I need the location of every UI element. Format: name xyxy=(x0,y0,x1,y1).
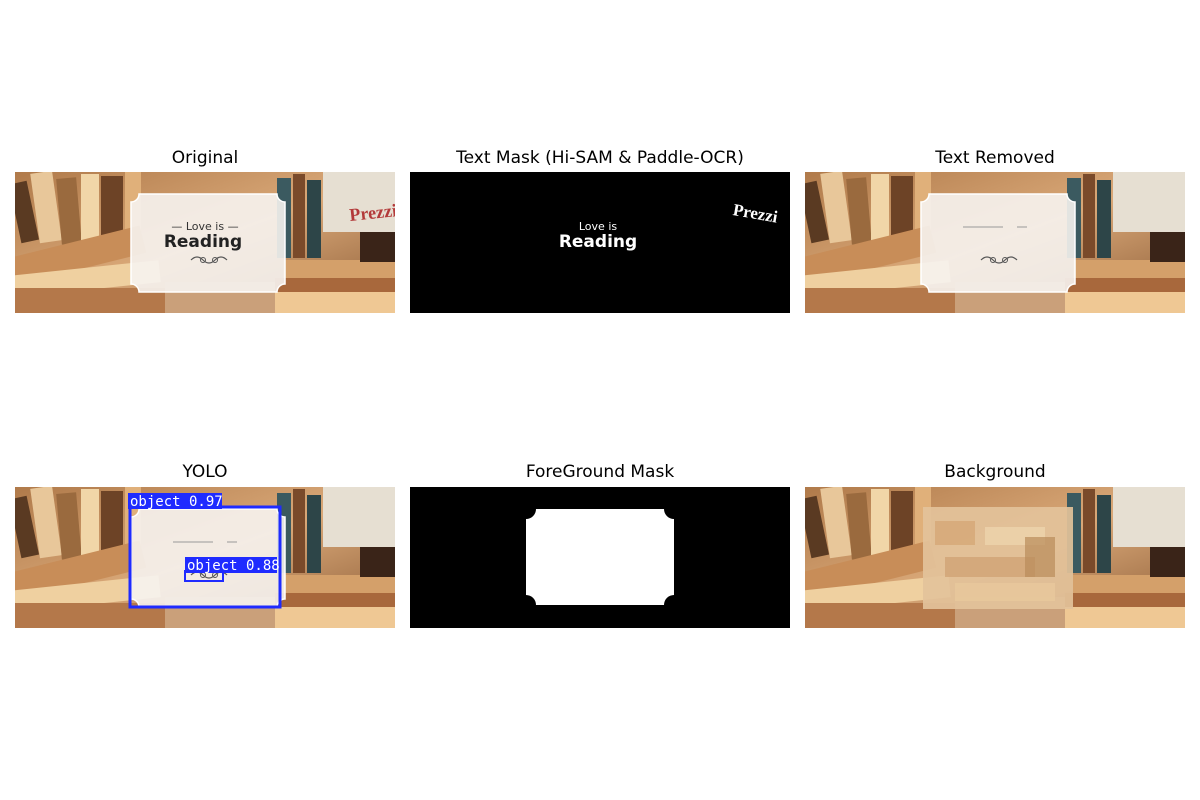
text-mask-image: Love is Reading Prezzi xyxy=(410,172,790,313)
text-removed-image xyxy=(805,172,1185,313)
foreground-region xyxy=(526,509,674,605)
panel-title-foreground-mask: ForeGround Mask xyxy=(525,462,675,482)
panel-title-background: Background xyxy=(944,462,1046,482)
card-text-small: — Love is — xyxy=(171,220,238,233)
panel-title-text-removed: Text Removed xyxy=(935,148,1055,168)
detection-label-1: object 0.97 xyxy=(130,494,223,510)
yolo-image: object 0.97 object 0.88 xyxy=(15,487,395,628)
panel-title-original: Original xyxy=(171,148,239,168)
original-image: Prezzi — Love is — Reading xyxy=(15,172,395,313)
background-image xyxy=(805,487,1185,628)
panel-title-yolo: YOLO xyxy=(182,462,228,482)
detection-label-2: object 0.88 xyxy=(187,558,280,574)
card-text-large: Reading xyxy=(164,232,242,252)
foreground-mask-image xyxy=(410,487,790,628)
panel-title-text-mask: Text Mask (Hi-SAM & Paddle-OCR) xyxy=(456,148,744,168)
sign-text: Prezzi xyxy=(348,200,395,225)
mask-text-small: Love is xyxy=(579,220,617,233)
mask-text-large: Reading xyxy=(559,232,637,252)
